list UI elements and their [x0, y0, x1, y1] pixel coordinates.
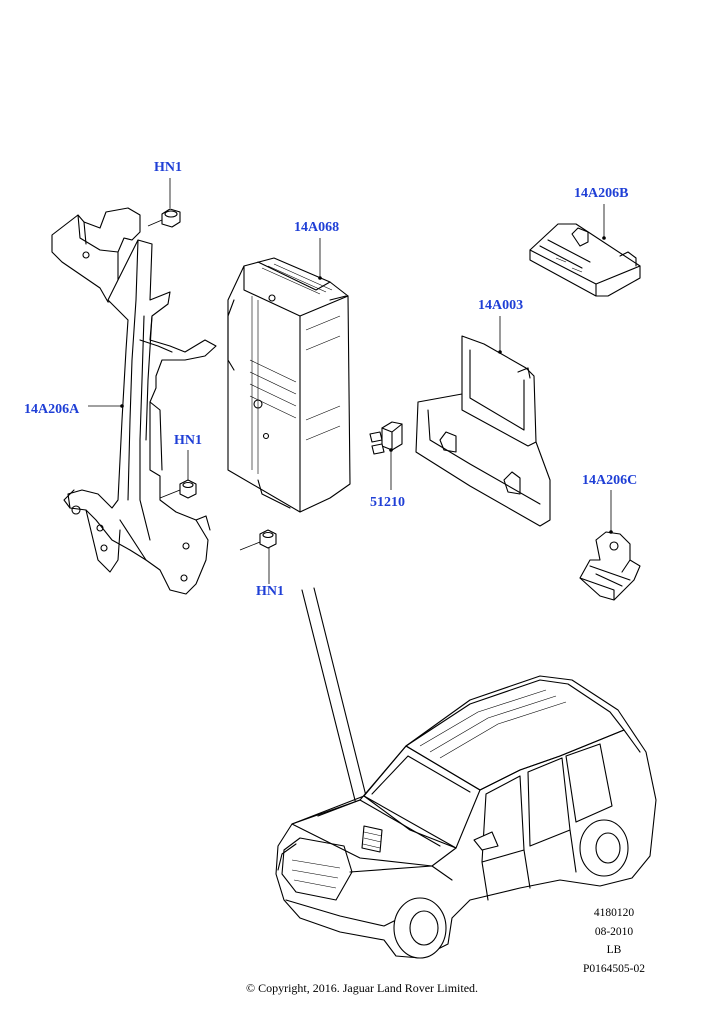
module-14A068[interactable]	[227, 257, 351, 513]
bracket-14A206C[interactable]	[579, 531, 641, 601]
callout-14A206A[interactable]: 14A206A	[24, 402, 80, 417]
fuse-51210[interactable]	[369, 421, 403, 455]
bracket-14A206B[interactable]	[529, 223, 641, 297]
callout-hn1-mid[interactable]: HN1	[174, 433, 202, 448]
callout-14A068[interactable]: 14A068	[294, 220, 340, 235]
callout-14A003[interactable]: 14A003	[478, 298, 524, 313]
copyright-notice: © Copyright, 2016. Jaguar Land Rover Lim…	[245, 981, 479, 995]
callout-51210[interactable]: 51210	[370, 495, 405, 510]
reference-date: 08-2010	[594, 925, 634, 938]
callout-hn1-top[interactable]: HN1	[154, 160, 182, 175]
reference-region: LB	[606, 944, 622, 956]
callout-14A206B[interactable]: 14A206B	[574, 186, 629, 201]
nut-hn1-bottom[interactable]	[239, 529, 277, 551]
location-marker	[361, 825, 383, 853]
illustration-id: P0164505-02	[583, 962, 645, 975]
cover-14A003[interactable]	[415, 335, 551, 527]
nut-hn1-mid[interactable]	[159, 479, 197, 499]
callout-14A206C[interactable]: 14A206C	[582, 473, 638, 488]
nut-hn1-top[interactable]	[147, 208, 181, 228]
reference-code: 4180120	[593, 907, 635, 919]
bracket-14A206A[interactable]	[51, 207, 217, 595]
reference-block: 4180120 08-2010 LB P0164505-02	[574, 904, 654, 978]
callout-hn1-bottom[interactable]: HN1	[256, 584, 284, 599]
vehicle-location-view	[275, 675, 657, 959]
